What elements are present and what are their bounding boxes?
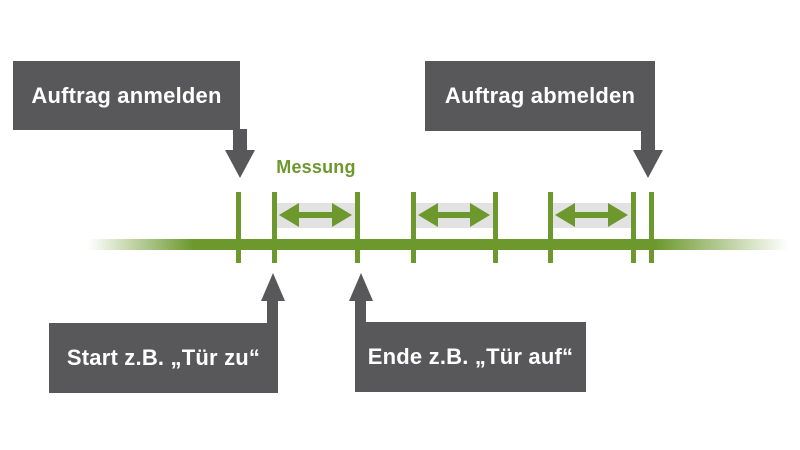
double-arrow-right-head xyxy=(608,203,628,227)
callout-ende-tuer-auf-label: Ende z.B. „Tür auf“ xyxy=(367,344,574,369)
double-arrow-left-head xyxy=(418,203,438,227)
double-arrow-right-head xyxy=(470,203,490,227)
timeline-axis xyxy=(88,239,788,250)
timeline-tick xyxy=(630,192,636,263)
callout-auftrag-abmelden-label: Auftrag abmelden xyxy=(444,83,636,108)
callout-auftrag-abmelden: Auftrag abmelden xyxy=(425,61,655,131)
timeline-tick xyxy=(235,192,241,263)
down-arrow-anmelden-stem xyxy=(233,129,247,151)
up-arrow-start-icon xyxy=(261,273,285,301)
timeline-tick xyxy=(648,192,654,263)
callout-ende-tuer-auf: Ende z.B. „Tür auf“ xyxy=(355,322,586,392)
double-arrow-left-head xyxy=(555,203,575,227)
up-arrow-ende-stem xyxy=(355,299,366,323)
down-arrow-anmelden-icon xyxy=(225,150,255,178)
double-arrow-shaft xyxy=(432,212,476,218)
timeline-tick xyxy=(354,192,360,263)
measurement-interval-band xyxy=(274,203,357,228)
down-arrow-abmelden-stem xyxy=(641,130,655,151)
double-arrow-shaft xyxy=(569,212,614,218)
timeline-tick xyxy=(547,192,553,263)
up-arrow-ende-icon xyxy=(349,273,373,301)
down-arrow-abmelden-icon xyxy=(633,150,663,178)
timeline-tick xyxy=(271,192,277,263)
timeline-tick xyxy=(410,192,416,263)
double-arrow-left-head xyxy=(279,203,299,227)
up-arrow-start-stem xyxy=(267,299,278,324)
callout-start-tuer-zu: Start z.B. „Tür zu“ xyxy=(49,323,278,393)
double-arrow-shaft xyxy=(293,212,338,218)
double-arrow-right-head xyxy=(332,203,352,227)
measurement-interval-band xyxy=(413,203,495,228)
measurement-double-arrow-icon xyxy=(279,203,352,227)
measurement-double-arrow-icon xyxy=(418,203,490,227)
callout-start-tuer-zu-label: Start z.B. „Tür zu“ xyxy=(66,345,261,370)
callout-auftrag-anmelden: Auftrag anmelden xyxy=(13,61,240,130)
callout-auftrag-anmelden-label: Auftrag anmelden xyxy=(31,82,222,108)
measurement-double-arrow-icon xyxy=(555,203,628,227)
timeline-tick xyxy=(492,192,498,263)
measurement-label: Messung xyxy=(276,157,356,177)
measurement-interval-band xyxy=(550,203,633,228)
